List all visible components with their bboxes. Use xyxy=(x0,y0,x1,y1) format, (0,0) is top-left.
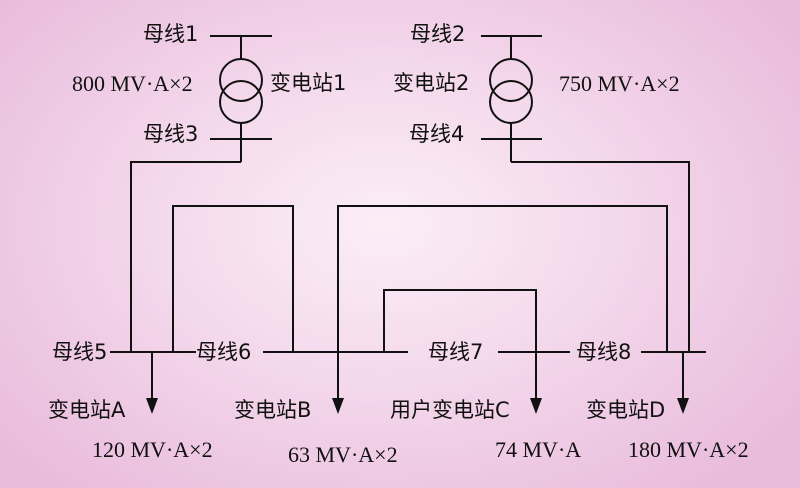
loadA-capacity-label: 120 MV·A×2 xyxy=(92,437,213,462)
loadD-arrow xyxy=(677,398,689,414)
loadC-capacity-label: 74 MV·A xyxy=(495,437,582,462)
s1-capacity-label: 800 MV·A×2 xyxy=(72,71,193,96)
bus2-label: 母线2 xyxy=(410,22,466,46)
s1-name-label: 变电站1 xyxy=(270,71,347,95)
loadB-name-label: 变电站B xyxy=(234,398,312,422)
loadA-arrow xyxy=(146,398,158,414)
bus5-label: 母线5 xyxy=(52,340,108,364)
feeder-bus6-loadC xyxy=(383,289,537,400)
s1-transformer-coil-top xyxy=(219,58,263,102)
loadD-capacity-label: 180 MV·A×2 xyxy=(628,437,749,462)
loadA-name-label: 变电站A xyxy=(48,398,126,422)
bus3-label: 母线3 xyxy=(143,122,199,146)
loadC-arrow xyxy=(530,398,542,414)
feeder-bus3-bus5 xyxy=(130,161,241,352)
loadB-arrow xyxy=(332,398,344,414)
bus8-label: 母线8 xyxy=(576,340,632,364)
feeder-bus8-loadB xyxy=(337,205,668,400)
s2-capacity-label: 750 MV·A×2 xyxy=(559,71,680,96)
bus1-label: 母线1 xyxy=(143,22,199,46)
s2-name-label: 变电站2 xyxy=(393,71,470,95)
loadD-name-label: 变电站D xyxy=(586,398,666,422)
s2-transformer-coil-top xyxy=(489,58,533,102)
feeder-bus5-bus6 xyxy=(172,205,294,352)
feeder-bus4-bus8 xyxy=(511,161,690,352)
bus4-label: 母线4 xyxy=(409,122,465,146)
loadC-name-label: 用户变电站C xyxy=(390,398,510,422)
bus7-label: 母线7 xyxy=(428,340,484,364)
loadB-capacity-label: 63 MV·A×2 xyxy=(288,442,398,467)
bus6-label: 母线6 xyxy=(196,340,252,364)
